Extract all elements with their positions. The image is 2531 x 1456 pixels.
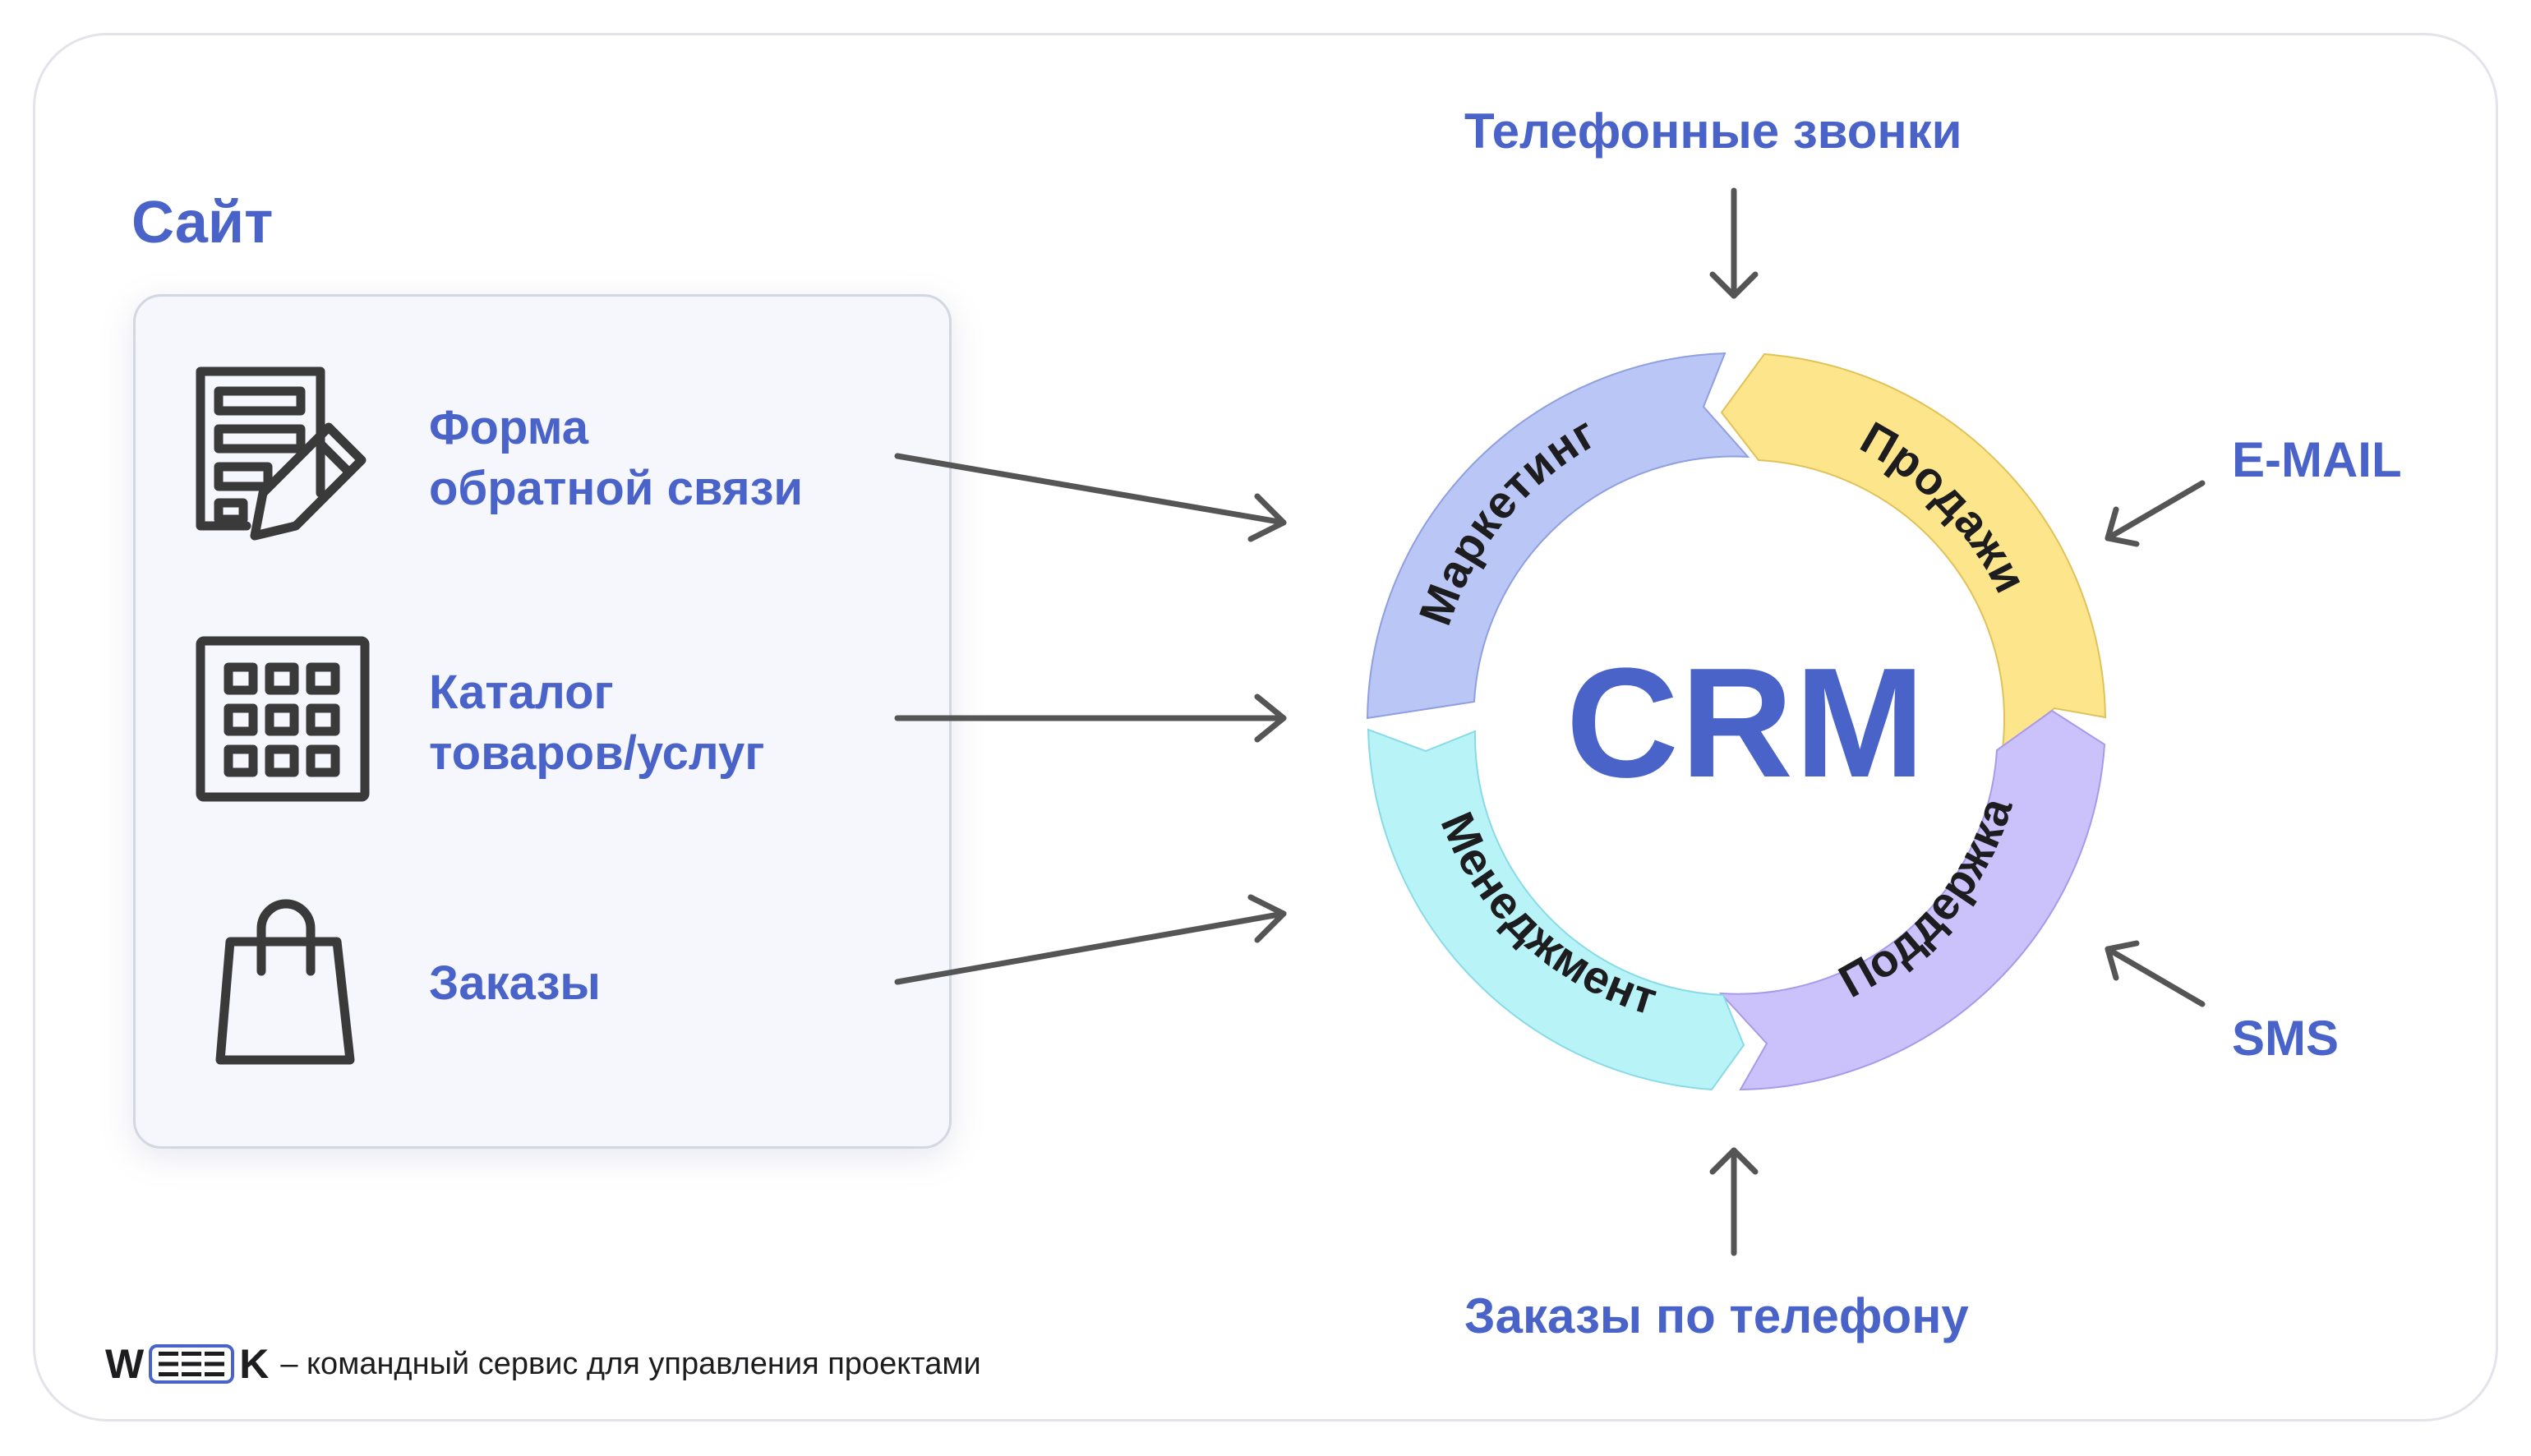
ring-segment-support xyxy=(1718,709,2106,1091)
weeek-logo: W K xyxy=(105,1340,269,1388)
orders-label: Заказы xyxy=(429,956,601,1010)
catalog-label-line2: товаров/услуг xyxy=(429,726,765,780)
catalog-label: Каталог товаров/услуг xyxy=(429,662,764,784)
arrow-sms xyxy=(2105,940,2206,1007)
phone-calls-label: Телефонные звонки xyxy=(1464,104,1962,159)
arrow-phone-orders xyxy=(1709,1147,1759,1256)
logo-letter-w: W xyxy=(105,1341,145,1387)
shopping-bag-icon xyxy=(215,899,355,1065)
arrow-phone-calls xyxy=(1709,187,1759,299)
arrow-orders-to-crm xyxy=(894,894,1287,985)
feedback-form-label: Форма обратной связи xyxy=(429,398,803,519)
arrow-form-to-crm xyxy=(894,453,1287,542)
arrow-catalog-to-crm xyxy=(894,693,1287,743)
crm-center-label: CRM xyxy=(1565,636,1927,810)
feedback-form-label-line2: обратной связи xyxy=(429,462,804,515)
footer: W K – командный сервис для управления пр… xyxy=(105,1339,981,1389)
ring-segment-sales xyxy=(1720,352,2107,751)
catalog-grid-icon xyxy=(196,636,370,802)
catalog-label-line1: Каталог xyxy=(429,666,614,719)
email-label: E-MAIL xyxy=(2232,432,2402,487)
arrow-email xyxy=(2105,480,2206,547)
ring-segment-marketing xyxy=(1366,352,1750,720)
site-title: Сайт xyxy=(131,190,274,256)
phone-orders-label: Заказы по телефону xyxy=(1464,1288,1969,1343)
logo-eee-mark xyxy=(149,1344,235,1384)
ring-segment-management xyxy=(1367,728,1745,1091)
footer-tagline: – командный сервис для управления проект… xyxy=(280,1346,981,1381)
sms-label: SMS xyxy=(2232,1011,2340,1066)
form-edit-icon xyxy=(196,366,367,541)
feedback-form-label-line1: Форма xyxy=(429,401,588,454)
logo-letter-k: K xyxy=(239,1341,270,1387)
